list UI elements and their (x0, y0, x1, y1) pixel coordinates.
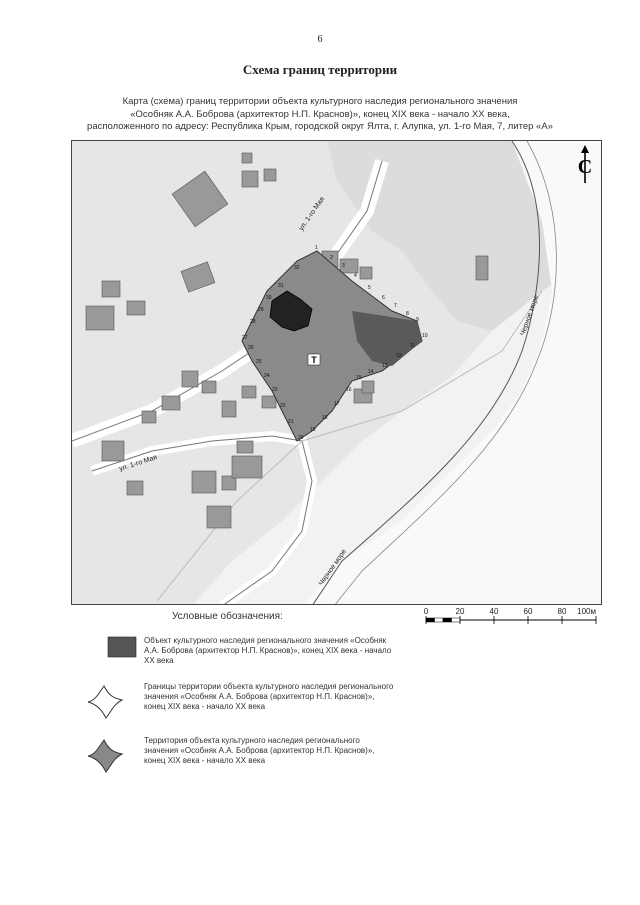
building (361, 380, 375, 394)
territory-dense-area (352, 311, 422, 366)
boundary-outline-icon (87, 685, 124, 719)
page-number: 6 (317, 34, 323, 45)
building (161, 395, 181, 411)
coastline-inner (335, 141, 557, 604)
map-canvas: Т ул. 1-го Мая ул. 1-го Мая Черное море … (72, 141, 601, 604)
boundary-point-label: 16 (346, 387, 352, 393)
caption-line-1: Карта (схема) границ территории объекта … (122, 96, 518, 107)
coastline (312, 141, 540, 604)
boundary-map: Т ул. 1-го Мая ул. 1-го Мая Черное море … (71, 140, 602, 605)
boundary-point-label: 26 (248, 345, 254, 351)
boundary-point-labels: 1234567891011121314151617181920212223242… (242, 245, 428, 441)
legend-item-boundary: Границы территории объекта культурного н… (82, 682, 412, 728)
page-title: Схема границ территории (242, 62, 398, 77)
building (221, 400, 237, 418)
boundary-point-label: 31 (278, 283, 284, 289)
building (101, 280, 121, 298)
building (236, 440, 254, 454)
territory-fill-icon (87, 739, 124, 773)
boundary-point-label: 29 (258, 307, 264, 313)
boundary-point-label: 12 (396, 353, 402, 359)
building (126, 480, 144, 496)
scale-segment (451, 617, 461, 623)
legend-header: Условные обозначения: (172, 611, 283, 622)
boundary-point-label: 32 (294, 265, 300, 271)
legend-item-territory: Территория объекта культурного наследия … (82, 736, 412, 782)
scale-tick-label: 0 (424, 607, 429, 616)
scale-bar: 0 20 40 60 80 100м (424, 607, 597, 624)
building (261, 395, 277, 409)
building (241, 170, 259, 188)
territory-marker: Т (311, 355, 317, 365)
building (359, 266, 373, 280)
buildings (85, 152, 489, 529)
scale-tick-label: 60 (524, 607, 533, 616)
boundary-point-label: 23 (272, 387, 278, 393)
boundary-point-label: 18 (322, 415, 328, 421)
building (206, 505, 232, 529)
boundary-point-label: 21 (288, 419, 294, 425)
boundary-point-label: 10 (422, 333, 428, 339)
legend-item-object: Объект культурного наследия региональног… (82, 636, 412, 676)
building (180, 261, 216, 293)
building (171, 170, 229, 228)
territory-marker-box (307, 353, 321, 366)
map-caption: Карта (схема) границ территории объекта … (60, 96, 580, 134)
north-symbol: С (578, 156, 592, 178)
building (85, 305, 115, 331)
scale-tick-label: 100м (577, 607, 596, 616)
boundary-point-label: 3 (342, 263, 345, 269)
building (191, 470, 217, 494)
building (231, 455, 263, 479)
building (126, 300, 146, 316)
boundary-point-label: 7 (394, 303, 397, 309)
scale-tick-label: 40 (490, 607, 499, 616)
boundary-point-label: 1 (315, 245, 318, 251)
boundary-point-label: 24 (264, 373, 270, 379)
caption-line-3: расположенного по адресу: Республика Кры… (87, 121, 553, 132)
boundary-point-label: 17 (334, 401, 340, 407)
boundary-point-label: 15 (356, 375, 362, 381)
boundary-point-label: 22 (280, 403, 286, 409)
boundary-point-label: 14 (368, 369, 374, 375)
scale-segment (425, 617, 435, 623)
legend-text-territory: Территория объекта культурного наследия … (144, 736, 375, 765)
boundary-point-label: 5 (368, 285, 371, 291)
building (241, 385, 257, 399)
scale-segment (442, 617, 452, 623)
north-arrow-icon: С (578, 145, 592, 183)
boundary-point-label: 25 (256, 359, 262, 365)
boundary-point-label: 6 (382, 295, 385, 301)
heritage-object (269, 290, 313, 332)
building (221, 475, 237, 491)
building (201, 380, 217, 394)
scale-tick-label: 80 (558, 607, 567, 616)
boundary-point-label: 20 (298, 435, 304, 441)
building (101, 440, 125, 462)
building (263, 168, 277, 182)
caption-line-2: «Особняк А.А. Боброва (архитектор Н.П. К… (130, 108, 510, 120)
boundary-point-label: 2 (330, 255, 333, 261)
boundary-point-label: 27 (242, 335, 248, 341)
sea-area (303, 141, 601, 604)
building (141, 410, 157, 424)
boundary-point-label: 4 (354, 273, 357, 279)
boundary-point-label: 30 (266, 295, 272, 301)
object-swatch (107, 636, 137, 658)
boundary-point-label: 8 (406, 311, 409, 317)
legend-text-object: Объект культурного наследия региональног… (144, 636, 392, 665)
legend-text-boundary: Границы территории объекта культурного н… (144, 682, 394, 711)
building (181, 370, 199, 388)
scale-segment (434, 617, 444, 623)
building (339, 258, 359, 274)
boundary-point-label: 13 (382, 363, 388, 369)
scale-tick-label: 20 (456, 607, 465, 616)
boundary-point-label: 19 (310, 427, 316, 433)
building (475, 255, 489, 281)
boundary-point-label: 28 (250, 319, 256, 325)
boundary-point-label: 9 (416, 317, 419, 323)
building (241, 152, 253, 164)
boundary-point-label: 11 (410, 343, 415, 349)
